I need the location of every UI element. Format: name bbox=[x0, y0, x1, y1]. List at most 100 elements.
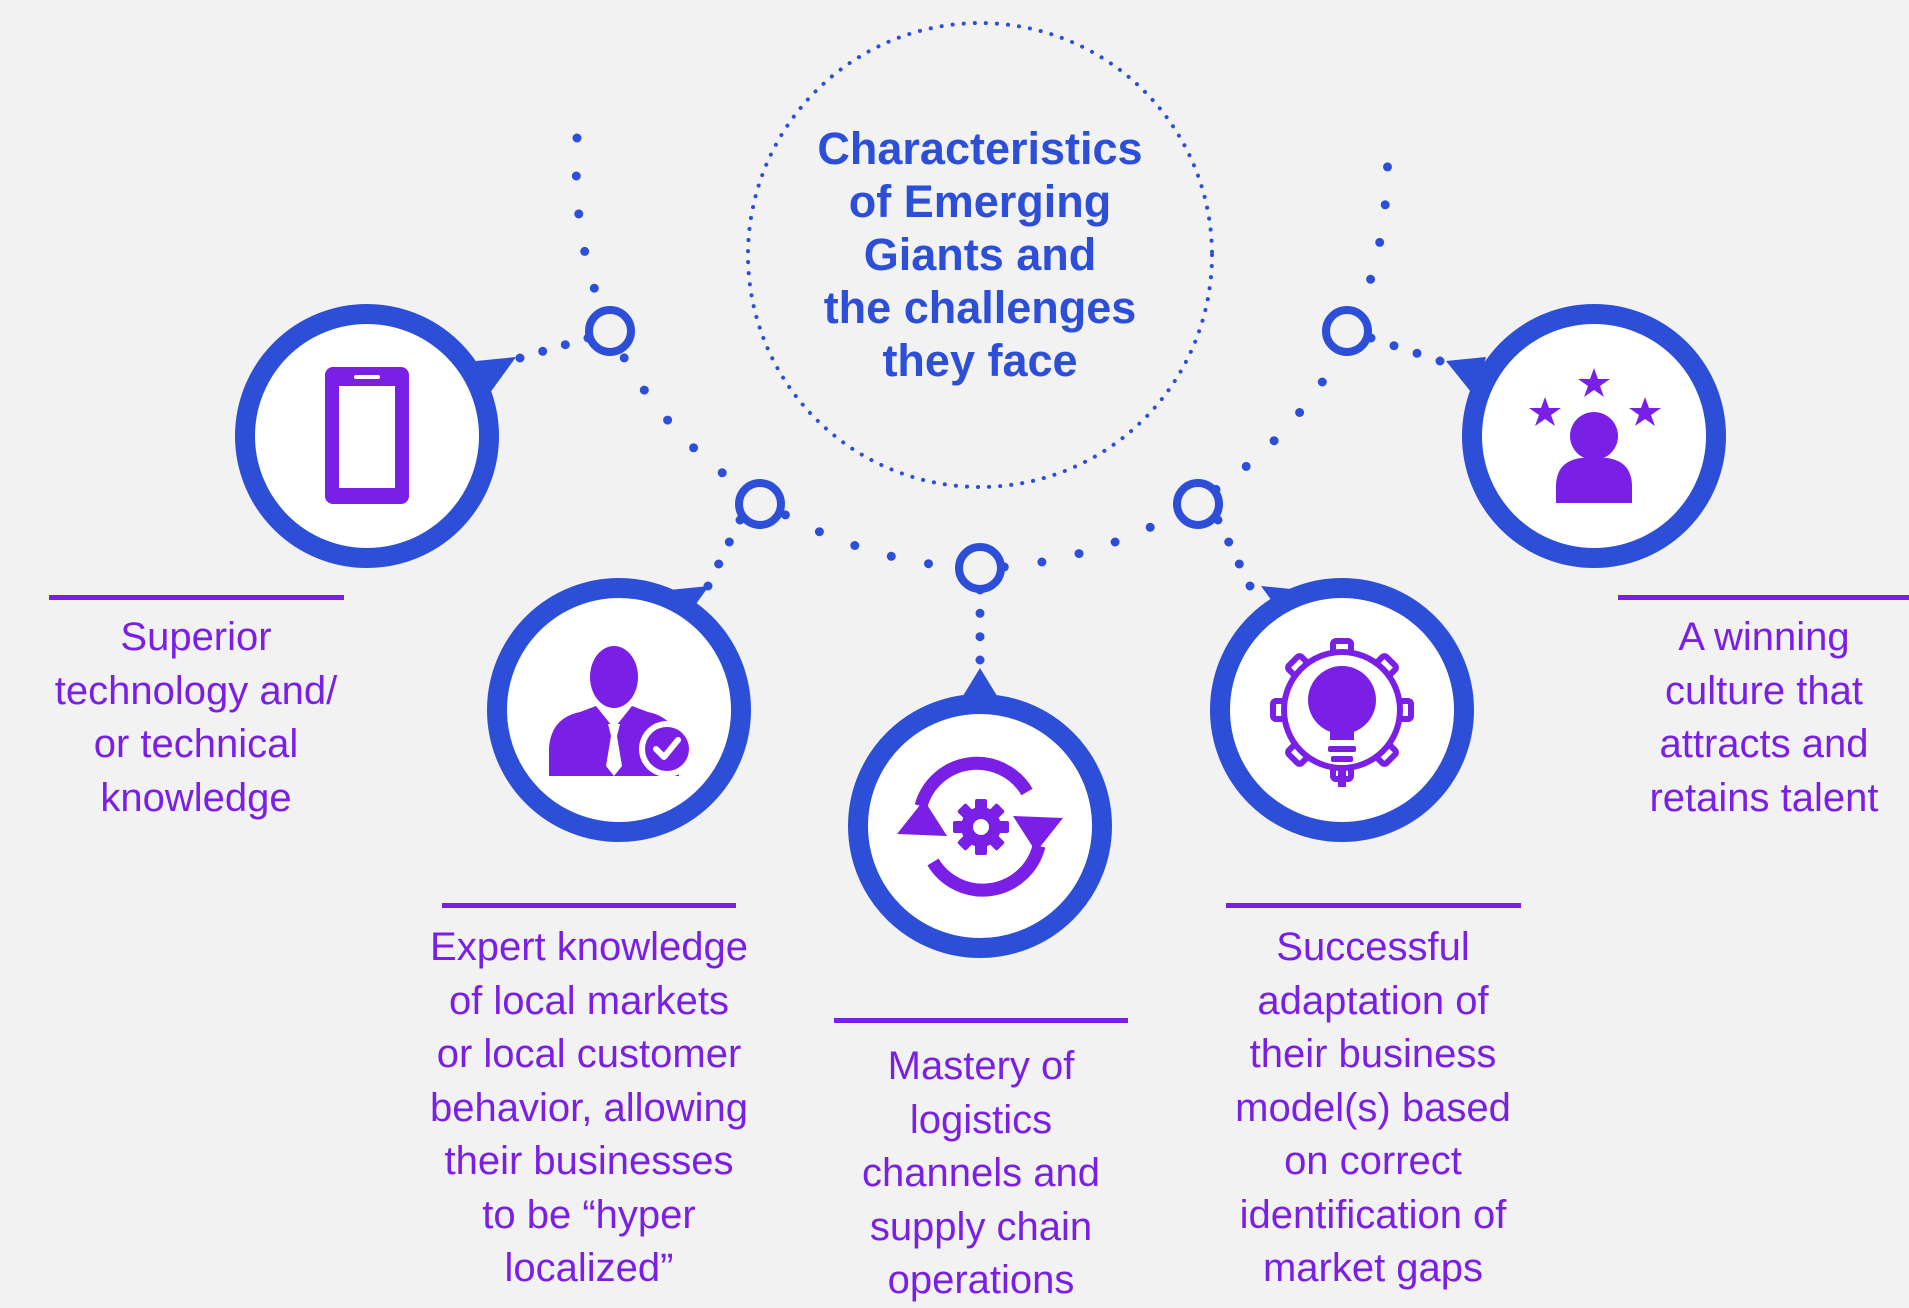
center-title-line-3: Giants and bbox=[863, 229, 1097, 280]
caption-business-model: Successful adaptation of their business … bbox=[1173, 921, 1573, 1296]
connector-dot bbox=[1245, 581, 1255, 591]
caption-line: model(s) based bbox=[1235, 1085, 1511, 1130]
caption-logistics: Mastery of logistics channels and supply… bbox=[806, 1040, 1156, 1308]
caption-line: or local customer bbox=[436, 1032, 742, 1076]
caption-divider-business-model bbox=[1226, 903, 1521, 908]
connector-dot bbox=[714, 559, 724, 569]
caption-line: their businesses bbox=[444, 1139, 734, 1183]
connector-dot bbox=[589, 283, 599, 293]
businessman-check-icon bbox=[549, 646, 695, 777]
caption-line: of local markets bbox=[448, 978, 730, 1023]
connector-dot bbox=[1241, 461, 1251, 471]
connector-dot bbox=[1110, 537, 1120, 547]
caption-culture: A winning culture that attracts and reta… bbox=[1609, 611, 1909, 825]
caption-line: to be “hyper bbox=[482, 1192, 696, 1237]
connector-dot bbox=[1383, 162, 1392, 172]
connector-dot bbox=[1375, 237, 1385, 247]
connector-dot bbox=[1269, 436, 1279, 446]
caption-line: on correct bbox=[1284, 1139, 1462, 1183]
caption-divider-culture bbox=[1618, 595, 1909, 600]
connector-dot bbox=[571, 171, 581, 181]
node-ring-local-knowledge bbox=[487, 578, 751, 842]
caption-divider-logistics bbox=[834, 1018, 1128, 1023]
connector-dot bbox=[1145, 522, 1155, 532]
connector-ring-3 bbox=[955, 543, 1005, 593]
connector-dot bbox=[689, 443, 699, 453]
caption-line: adaptation of bbox=[1257, 978, 1489, 1023]
caption-line: supply chain bbox=[869, 1204, 1093, 1249]
connector-dot bbox=[1224, 537, 1234, 547]
connector-dot bbox=[663, 415, 673, 425]
gear-cycle-icon bbox=[897, 756, 1063, 897]
caption-line: logistics bbox=[909, 1097, 1053, 1142]
connector-dot bbox=[1074, 549, 1084, 559]
connector-dot bbox=[850, 541, 860, 550]
connector-dot bbox=[1037, 557, 1047, 567]
connector-dot bbox=[560, 340, 570, 350]
connector-dot bbox=[639, 385, 649, 395]
caption-line: retains talent bbox=[1649, 775, 1879, 820]
connector-dot bbox=[975, 655, 985, 665]
node-logistics bbox=[848, 668, 1112, 958]
center-title-line-2: of Emerging bbox=[848, 176, 1112, 227]
connector-dot bbox=[619, 353, 629, 363]
caption-line: Expert knowledge bbox=[430, 925, 748, 969]
connector-dot bbox=[538, 346, 548, 356]
caption-technology: Superior technology and/ or technical kn… bbox=[16, 611, 376, 825]
caption-divider-local-knowledge bbox=[442, 903, 736, 908]
caption-line: identification of bbox=[1239, 1192, 1507, 1237]
node-local-knowledge bbox=[487, 578, 751, 842]
caption-local-knowledge: Expert knowledge of local markets or loc… bbox=[389, 921, 789, 1296]
connector-dot bbox=[572, 133, 582, 143]
connector-dot bbox=[924, 559, 933, 569]
connector-dot bbox=[1295, 408, 1305, 417]
person-stars-icon bbox=[1529, 368, 1661, 503]
smartphone-icon bbox=[325, 367, 409, 504]
caption-line: technology and/ bbox=[54, 668, 338, 713]
connector-dot bbox=[580, 246, 590, 256]
connector-dot bbox=[975, 632, 985, 642]
center-title-line-4: the challenges bbox=[823, 282, 1137, 333]
connector-dot bbox=[717, 468, 727, 478]
caption-line: knowledge bbox=[100, 775, 292, 820]
connector-dot bbox=[574, 209, 584, 219]
caption-line: behavior, allowing bbox=[430, 1085, 748, 1130]
caption-line: operations bbox=[887, 1258, 1075, 1302]
caption-line: market gaps bbox=[1262, 1246, 1484, 1290]
connector-dot bbox=[1435, 356, 1445, 366]
caption-line: attracts and bbox=[1659, 722, 1869, 766]
connector-dot bbox=[1380, 200, 1390, 210]
connector-dot bbox=[975, 608, 985, 618]
caption-divider-technology bbox=[49, 595, 344, 600]
connector-dot bbox=[886, 551, 896, 561]
connector-dot bbox=[515, 353, 525, 363]
caption-line: A winning bbox=[1678, 615, 1850, 659]
center-title-line-5: they face bbox=[882, 335, 1078, 386]
connector-ring-1 bbox=[585, 306, 635, 356]
caption-line: Superior bbox=[120, 615, 272, 659]
connector-ring-4 bbox=[1173, 479, 1223, 529]
center-title: Characteristics of Emerging Giants and t… bbox=[770, 122, 1190, 387]
caption-line: culture that bbox=[1665, 668, 1863, 713]
caption-line: Successful bbox=[1276, 925, 1470, 969]
connector-ring-5 bbox=[1322, 306, 1372, 356]
center-dotted-circle bbox=[746, 21, 1214, 489]
connector-dot bbox=[1234, 559, 1244, 569]
node-culture bbox=[1446, 304, 1726, 568]
caption-line: Mastery of bbox=[887, 1044, 1075, 1088]
connector-dot bbox=[1317, 377, 1327, 387]
connector-dot bbox=[1412, 348, 1422, 358]
caption-line: channels and bbox=[862, 1151, 1100, 1195]
connector-ring-2 bbox=[735, 479, 785, 529]
node-technology bbox=[235, 304, 516, 568]
caption-line: localized” bbox=[504, 1246, 674, 1290]
caption-line: their business bbox=[1249, 1032, 1497, 1076]
lightbulb-gear-icon bbox=[1270, 638, 1414, 787]
connector-dot bbox=[814, 527, 824, 537]
connector-dot bbox=[1389, 341, 1399, 351]
node-business-model bbox=[1210, 578, 1474, 842]
center-title-line-1: Characteristics bbox=[817, 123, 1143, 174]
caption-line: or technical bbox=[93, 722, 299, 766]
connector-dot bbox=[1366, 274, 1376, 284]
